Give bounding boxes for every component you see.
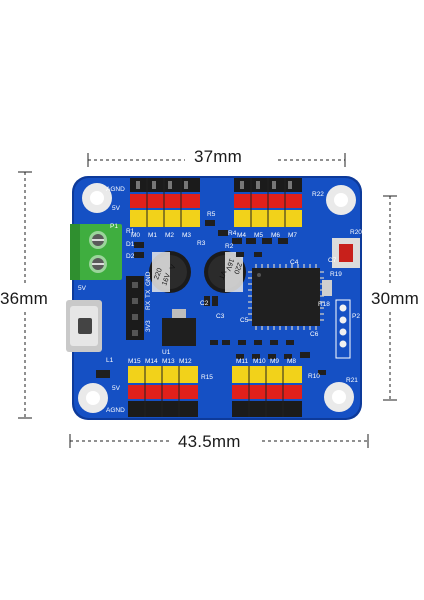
silk-r0: R3 — [197, 240, 206, 247]
silk-d2: D2 — [126, 253, 135, 260]
silk-m10: M10 — [253, 358, 266, 365]
cap-left-marks: V — [169, 264, 177, 271]
silk-m0: M0 — [131, 232, 140, 239]
silk-m15: M15 — [128, 358, 141, 365]
silk-c4: C4 — [290, 259, 299, 266]
silk-sb: R22 — [312, 191, 324, 198]
silk-m9: M9 — [270, 358, 279, 365]
silk-m13: M13 — [162, 358, 175, 365]
servo-header-top-left — [130, 178, 200, 227]
cap-right-marks: VT — [217, 269, 227, 280]
silk-m8: M8 — [287, 358, 296, 365]
cap-left-value: 220 — [153, 267, 164, 280]
voltage-regulator — [162, 309, 196, 346]
silk-u1: U1 — [162, 349, 171, 356]
silk-c3: C3 — [216, 313, 225, 320]
uart-header — [126, 276, 144, 340]
silk-m2: M2 — [165, 232, 174, 239]
dimension-left: 36mm — [0, 289, 49, 308]
silk-5v-left: 5V — [78, 285, 87, 292]
silk-m12: M12 — [179, 358, 192, 365]
silk-5v-top: 5V — [112, 205, 121, 212]
dimension-lines — [18, 153, 397, 448]
screw-terminal — [70, 224, 122, 280]
silk-r1: R1 — [126, 228, 135, 235]
silk-3v3: 3V3 — [145, 320, 152, 332]
silk-y1: R19 — [330, 271, 342, 278]
silk-5v-bottom: 5V — [112, 385, 121, 392]
dimension-bottom: 43.5mm — [178, 432, 241, 451]
silk-r2: R2 — [225, 243, 234, 250]
silk-d1: D1 — [126, 241, 135, 248]
dimension-right: 30mm — [371, 289, 420, 308]
silk-m7: M7 — [288, 232, 297, 239]
reset-button — [332, 238, 360, 268]
silk-rx: RX — [145, 300, 152, 310]
silk-agnd-bottom: AGND — [106, 407, 125, 414]
cap-left-voltage: 16V — [161, 272, 172, 286]
silk-agnd-top: AGND — [106, 186, 125, 193]
smd-components — [96, 220, 326, 378]
silk-m14: M14 — [145, 358, 158, 365]
servo-header-bottom-left — [128, 366, 198, 417]
mounting-holes — [78, 183, 356, 413]
silk-m1: M1 — [148, 232, 157, 239]
cap-right-voltage: 16V — [224, 257, 235, 271]
silk-c5: C5 — [240, 317, 249, 324]
silk-tx: TX — [145, 289, 152, 298]
right-connector — [335, 299, 351, 359]
silk-m4: M4 — [237, 232, 246, 239]
silk-m11: M11 — [236, 358, 249, 365]
silk-r15: R15 — [201, 374, 213, 381]
silk-r10: R10 — [308, 373, 320, 380]
silk-p2: P2 — [352, 313, 360, 320]
dimension-top: 37mm — [194, 147, 243, 166]
silk-u2: R18 — [318, 301, 330, 308]
silk-s1: R20 — [350, 229, 362, 236]
silk-c6: C6 — [310, 331, 319, 338]
silk-m6: M6 — [271, 232, 280, 239]
micro-usb-port — [66, 300, 102, 352]
silk-c2: C2 — [200, 300, 209, 307]
silk-gnd: GND — [145, 271, 152, 286]
silk-c7: C7 — [328, 257, 337, 264]
silk-l1: L1 — [106, 357, 114, 364]
silk-m3: M3 — [182, 232, 191, 239]
servo-header-top-right — [234, 178, 302, 227]
silk-r3: R4 — [228, 230, 237, 237]
silk-r4: R5 — [207, 211, 216, 218]
crystal — [322, 280, 332, 296]
capacitor-right — [204, 251, 246, 293]
cap-right-value: 220 — [232, 261, 243, 274]
silk-p3: R21 — [346, 377, 358, 384]
silk-p1: P1 — [110, 223, 118, 230]
capacitor-left — [149, 251, 191, 293]
silk-m5: M5 — [254, 232, 263, 239]
servo-header-bottom-right — [232, 366, 302, 417]
